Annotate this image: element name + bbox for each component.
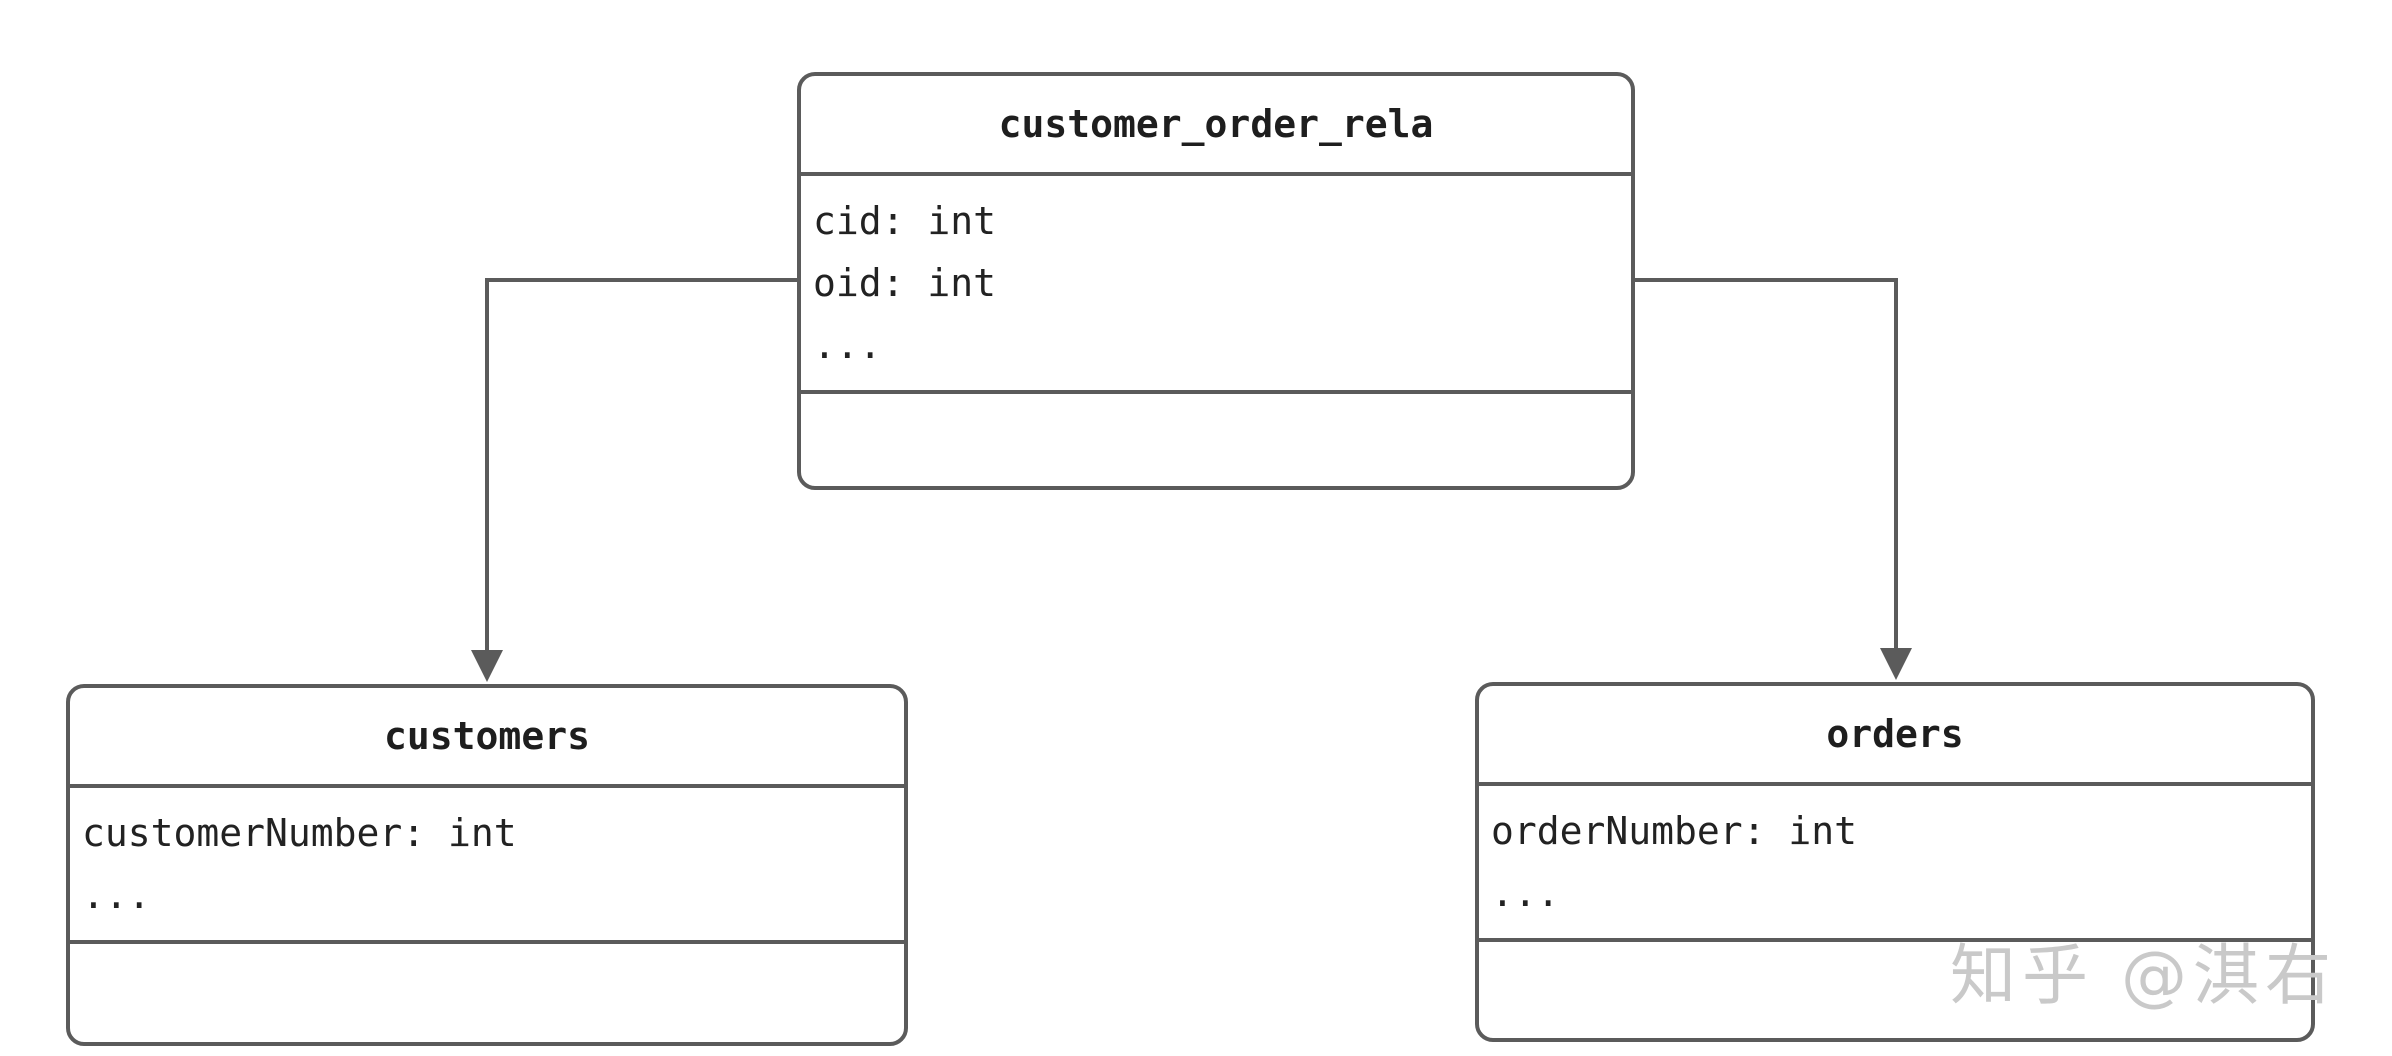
- attributes-customers: customerNumber: int ...: [70, 788, 904, 944]
- attribute-order-number: orderNumber: int: [1491, 809, 1858, 853]
- class-customer-order-rela[interactable]: customer_order_rela cid: int oid: int ..…: [797, 72, 1635, 490]
- attribute-oid: oid: int: [813, 261, 997, 305]
- class-customers[interactable]: customers customerNumber: int ...: [66, 684, 908, 1046]
- attribute-ellipsis: ...: [1491, 871, 1560, 915]
- attributes-orders: orderNumber: int ...: [1479, 786, 2311, 942]
- attribute-customer-number: customerNumber: int: [82, 811, 517, 855]
- class-name-orders: orders: [1479, 686, 2311, 786]
- class-name-customer-order-rela: customer_order_rela: [801, 76, 1631, 176]
- attributes-customer-order-rela: cid: int oid: int ...: [801, 176, 1631, 394]
- attribute-ellipsis: ...: [82, 873, 151, 917]
- methods-customer-order-rela: [801, 394, 1631, 486]
- connector-to-customers: [471, 278, 798, 682]
- class-name-customers: customers: [70, 688, 904, 788]
- methods-customers: [70, 944, 904, 1042]
- attribute-cid: cid: int: [813, 199, 997, 243]
- attribute-ellipsis: ...: [813, 323, 882, 367]
- class-orders[interactable]: orders orderNumber: int ...: [1475, 682, 2315, 1042]
- watermark-text: 知乎 @淇右: [1950, 937, 2337, 1014]
- arrowhead-orders: [1880, 648, 1912, 680]
- connector-to-orders: [1634, 278, 1912, 680]
- arrowhead-customers: [471, 650, 503, 682]
